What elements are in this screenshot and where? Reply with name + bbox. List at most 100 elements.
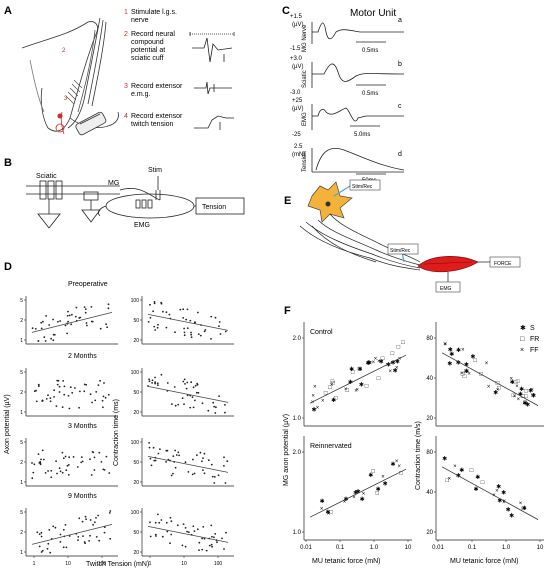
panel-f-ylabel-left: MG axon potential (µV) [283,414,290,486]
panel-d-ytick: 5 [20,440,23,446]
panel-d-point [158,521,161,524]
panel-f-point: ✱ [510,379,515,386]
panel-d-point [197,311,199,314]
legend-s-symbol: ✱ [520,324,526,332]
legend-fr-symbol: □ [520,336,525,343]
panel-d-point [152,310,155,313]
leg-marker-2: 2 [62,48,66,54]
panel-f-xlabel-left: MU tetanic force (mN) [312,558,380,565]
panel-d-point [213,405,216,408]
panel-d-point [55,460,57,462]
row-a-letter: a [398,17,402,24]
panel-d-point [218,325,220,327]
panel-d-point [67,395,70,397]
panel-d-point [107,393,110,396]
panel-d-point [77,536,80,538]
row-c-ylabel: EMG [302,112,308,126]
panel-d-point [198,549,200,551]
row-a-unit: (µV) [292,22,303,28]
panel-f-label: F [284,305,291,317]
panel-d-ytick: 100 [131,298,140,304]
panel-d-ytick: 100 [131,440,140,446]
panel-d-point [192,525,195,528]
panel-f-point: □ [445,478,449,484]
step-1-line-2: nerve [131,17,149,24]
panel-d-point [95,536,98,538]
panel-d-point [223,548,225,550]
panel-d-point [223,465,225,467]
panel-d-point [178,454,181,457]
panel-d-point [148,378,151,381]
panel-d-point [218,321,221,323]
panel-d-point [57,379,60,382]
panel-d-point [59,320,61,322]
panel-f-point: ✱ [470,353,475,360]
panel-f-ytick: 1.0 [293,530,302,536]
panel-d-point [97,384,100,386]
panel-d-point [203,452,206,455]
panel-d-point [44,340,47,342]
panel-f-ytick: 40 [426,490,433,496]
panel-f-point: □ [461,371,465,377]
sciatic-label: Sciatic [36,173,57,180]
panel-d-point [75,306,78,309]
panel-d-point [58,391,61,393]
panel-d-point [213,482,216,484]
panel-d-point [52,318,54,321]
panel-d-point [95,391,98,393]
panel-d-point [153,302,156,305]
stim-rec-mid-label: Stim/Rec [390,248,411,254]
panel-d-point [153,301,156,303]
row-c-scale: 5.0ms [354,132,370,138]
panel-d-point [186,394,189,397]
panel-f-xtick: 0.1 [468,545,477,551]
panel-d-point [176,524,179,527]
panel-d-point [71,313,73,316]
panel-d-point [186,381,189,384]
step-1-number: 1 [124,9,128,16]
panel-f-point: × [444,342,448,348]
step-3-line-2: e.m.g. [131,91,151,98]
panel-d-point [56,472,58,475]
panel-f-point: × [343,500,347,506]
panel-f-point: □ [497,385,501,391]
panel-d-point [204,329,207,331]
step-4-line-2: twitch tension [131,121,174,128]
panel-d-point [189,319,192,322]
panel-d-ytick: 50 [133,530,139,536]
panel-d-point [210,543,213,546]
motor-unit-traces [311,22,405,175]
panel-d-point [202,469,204,471]
panel-d-point [106,326,108,329]
motor-unit-labels: +1.5 (µV) -1.5 MG Nerve a 0.5ms +3.0 (µV… [290,14,402,184]
panel-d-point [85,384,88,386]
panel-d-xlabel: Twitch Tension (mN) [86,561,149,568]
legend-s-label: S [530,325,535,332]
panel-d-ylabel-right: Contraction time (ms) [113,399,120,466]
panel-d-point [154,382,157,385]
panel-d-point [160,373,163,376]
panel-d-point [93,456,96,459]
panel-d-point [182,380,185,383]
panel-f-point: ✱ [522,505,527,512]
panel-f-point: × [496,388,500,394]
panel-d-point [50,469,53,472]
panel-d-point [196,382,199,385]
panel-d-point [186,308,189,311]
panel-d-point [66,464,69,467]
panel-d-point [174,466,177,469]
panel-d-point [31,462,33,464]
panel-d-point [225,531,227,534]
panel-a-traces [189,32,235,130]
panel-f-xtick: 1.0 [502,545,511,551]
row-b-tick-bot: -3.0 [290,90,301,96]
panel-d-point [83,390,86,393]
panel-f-point: □ [523,400,527,406]
step-2-line-4: sciatic cuff [131,55,164,62]
panel-f-point: × [515,384,519,390]
panel-d-ytick: 1 [20,480,23,486]
panel-d-point [211,535,213,538]
panel-d-title-2: 3 Months [68,423,97,430]
panel-f-point: × [311,400,315,406]
panel-f-point: □ [516,379,520,385]
